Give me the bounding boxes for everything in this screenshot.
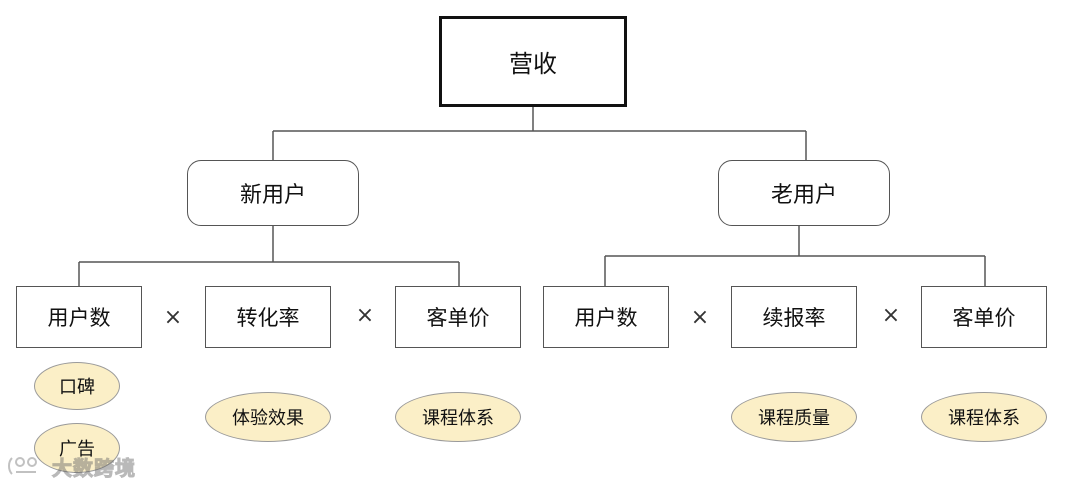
driver-label: 体验效果 — [232, 408, 304, 429]
factor-label: 用户数 — [47, 306, 111, 330]
factor-label: 客单价 — [952, 306, 1016, 330]
new-user-label: 新用户 — [239, 183, 306, 208]
factor-label: 续报率 — [762, 306, 826, 330]
factor-old-renewal-rate: 续报率 — [731, 286, 857, 348]
factor-label: 客单价 — [426, 306, 490, 330]
factor-new-user-count: 用户数 — [16, 286, 142, 348]
branch-node-new-user: 新用户 — [187, 160, 359, 226]
multiply-operator: × — [881, 302, 901, 328]
factor-old-unit-price: 客单价 — [921, 286, 1047, 348]
driver-word-of-mouth: 口碑 — [34, 362, 120, 410]
driver-label: 课程体系 — [422, 408, 494, 429]
multiply-operator: × — [355, 302, 375, 328]
root-node-revenue: 营收 — [439, 16, 627, 107]
factor-new-conversion-rate: 转化率 — [205, 286, 331, 348]
driver-advertising: 广告 — [34, 423, 120, 473]
driver-label: 广告 — [59, 439, 95, 460]
driver-label: 口碑 — [59, 377, 95, 398]
driver-course-quality: 课程质量 — [731, 392, 857, 442]
factor-label: 用户数 — [574, 306, 638, 330]
root-label: 营收 — [509, 50, 557, 78]
driver-course-system: 课程体系 — [921, 392, 1047, 442]
watermark-text: 大数跨境 — [52, 455, 136, 480]
brand-logo-icon — [8, 457, 37, 475]
multiply-operator: × — [690, 304, 710, 330]
old-user-label: 老用户 — [770, 183, 837, 208]
driver-course-system: 课程体系 — [395, 392, 521, 442]
driver-label: 课程体系 — [948, 408, 1020, 429]
factor-new-unit-price: 客单价 — [395, 286, 521, 348]
factor-label: 转化率 — [236, 306, 300, 330]
driver-experience-effect: 体验效果 — [205, 392, 331, 442]
driver-label: 课程质量 — [758, 408, 830, 429]
watermark: 大数跨境 — [6, 450, 136, 482]
branch-node-old-user: 老用户 — [718, 160, 890, 226]
multiply-operator: × — [163, 304, 183, 330]
factor-old-user-count: 用户数 — [543, 286, 669, 348]
